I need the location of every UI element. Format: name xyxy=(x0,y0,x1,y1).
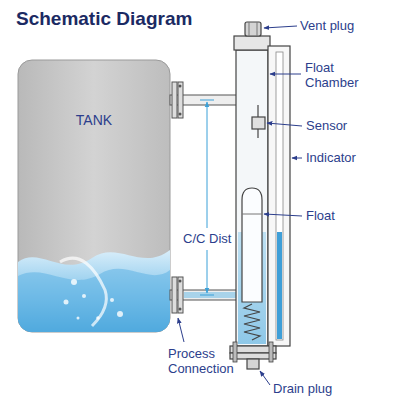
leader-line xyxy=(292,158,302,159)
float xyxy=(242,188,262,302)
bubble xyxy=(96,316,100,320)
lower-pipe-liquid xyxy=(184,292,236,298)
diagram-title: Schematic Diagram xyxy=(16,8,192,30)
bubble xyxy=(117,311,123,317)
drain-plug-label: Drain plug xyxy=(273,381,332,396)
lower-flange xyxy=(178,277,183,313)
dimension-tick xyxy=(200,295,214,296)
flange-bolt xyxy=(269,342,273,362)
leader-line xyxy=(264,26,297,28)
vent-plug-label: Vent plug xyxy=(300,18,354,33)
float-chamber-label: Float Chamber xyxy=(305,60,367,90)
dimension-line xyxy=(207,250,208,293)
vent-plug-flat xyxy=(249,22,250,36)
flange-bolt xyxy=(179,280,182,283)
leader-line xyxy=(178,318,184,342)
indicator-level xyxy=(277,232,282,339)
float-chamber xyxy=(236,50,268,346)
water-surface xyxy=(18,250,170,332)
leader-line xyxy=(270,74,301,75)
process-connection-label: Process Connection xyxy=(168,346,244,376)
leader-line xyxy=(264,214,302,216)
leader-line xyxy=(260,371,270,385)
bubble xyxy=(77,317,80,320)
dimension-label: C/C Dist xyxy=(181,231,233,246)
bubble xyxy=(71,279,77,285)
vent-plug xyxy=(245,22,261,36)
leader-line xyxy=(267,123,302,126)
indicator-scale xyxy=(276,52,283,340)
indicator xyxy=(268,46,290,346)
sensor xyxy=(252,117,265,129)
bubble xyxy=(110,298,114,302)
tank-label: TANK xyxy=(18,112,170,128)
tank-water xyxy=(18,250,170,332)
dimension-tick xyxy=(200,100,214,101)
upper-flange xyxy=(172,82,177,118)
float-label: Float xyxy=(306,208,335,223)
dimension-line xyxy=(207,102,208,228)
water-splash xyxy=(60,258,106,326)
spring xyxy=(244,304,260,340)
tank-node: TANK xyxy=(18,60,170,332)
flange-bolt xyxy=(179,85,182,88)
vent-plug-flat xyxy=(257,22,258,36)
sensor-stem xyxy=(257,105,258,117)
float-band xyxy=(242,214,262,215)
sensor-label: Sensor xyxy=(306,118,347,133)
upper-flange xyxy=(178,82,183,118)
bubble xyxy=(64,300,69,305)
flange-bolt xyxy=(233,342,237,362)
flange-bolt xyxy=(179,113,182,116)
bubble xyxy=(82,294,86,298)
top-cap xyxy=(234,36,270,50)
drain-plug xyxy=(247,359,259,369)
sensor-stem xyxy=(257,129,258,138)
indicator-label: Indicator xyxy=(306,150,356,165)
flange-bolt xyxy=(179,308,182,311)
lower-flange xyxy=(172,277,177,313)
tank-body xyxy=(18,60,170,332)
